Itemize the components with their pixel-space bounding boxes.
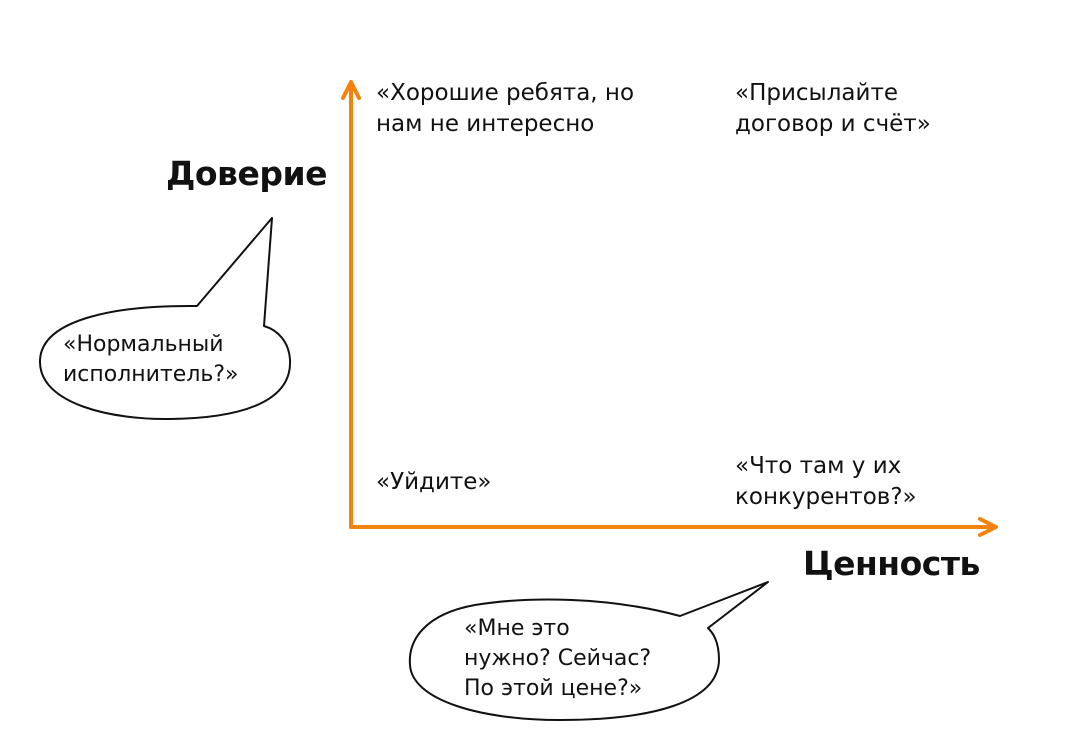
quadrant-label-line: «Что там у их bbox=[735, 453, 902, 479]
bubble-text-line: «Нормальный bbox=[63, 332, 224, 357]
x-axis-title: Ценность bbox=[803, 544, 980, 583]
trust-speech-bubble bbox=[38, 217, 292, 421]
value-bubble-text: «Мне это нужно? Сейчас? По этой цене?» bbox=[464, 614, 651, 704]
quadrant-label-line: конкурентов?» bbox=[735, 484, 917, 510]
quadrant-label-line: «Уйдите» bbox=[376, 469, 492, 495]
quadrant-label-line: «Присылайте bbox=[735, 80, 899, 106]
quadrant-bottom-left-label: «Уйдите» bbox=[376, 467, 492, 498]
quadrant-top-right-label: «Присылайте договор и счёт» bbox=[735, 78, 931, 140]
quadrant-label-line: «Хорошие ребята, но bbox=[376, 80, 635, 106]
x-axis-arrowhead bbox=[978, 517, 998, 537]
y-axis-title: Доверие bbox=[166, 154, 327, 193]
quadrant-top-left-label: «Хорошие ребята, но нам не интересно bbox=[376, 78, 634, 140]
axes bbox=[341, 80, 998, 537]
y-axis-arrowhead bbox=[341, 80, 361, 100]
bubble-text-line: По этой цене?» bbox=[464, 676, 643, 701]
quadrant-label-line: договор и счёт» bbox=[735, 111, 931, 137]
bubble-text-line: «Мне это bbox=[464, 616, 570, 641]
trust-bubble-text: «Нормальный исполнитель?» bbox=[63, 330, 239, 390]
quadrant-label-line: нам не интересно bbox=[376, 111, 595, 137]
value-speech-bubble bbox=[408, 581, 769, 721]
quadrant-bottom-right-label: «Что там у их конкурентов?» bbox=[735, 451, 917, 513]
bubble-text-line: нужно? Сейчас? bbox=[464, 646, 652, 671]
bubble-text-line: исполнитель?» bbox=[63, 362, 239, 387]
